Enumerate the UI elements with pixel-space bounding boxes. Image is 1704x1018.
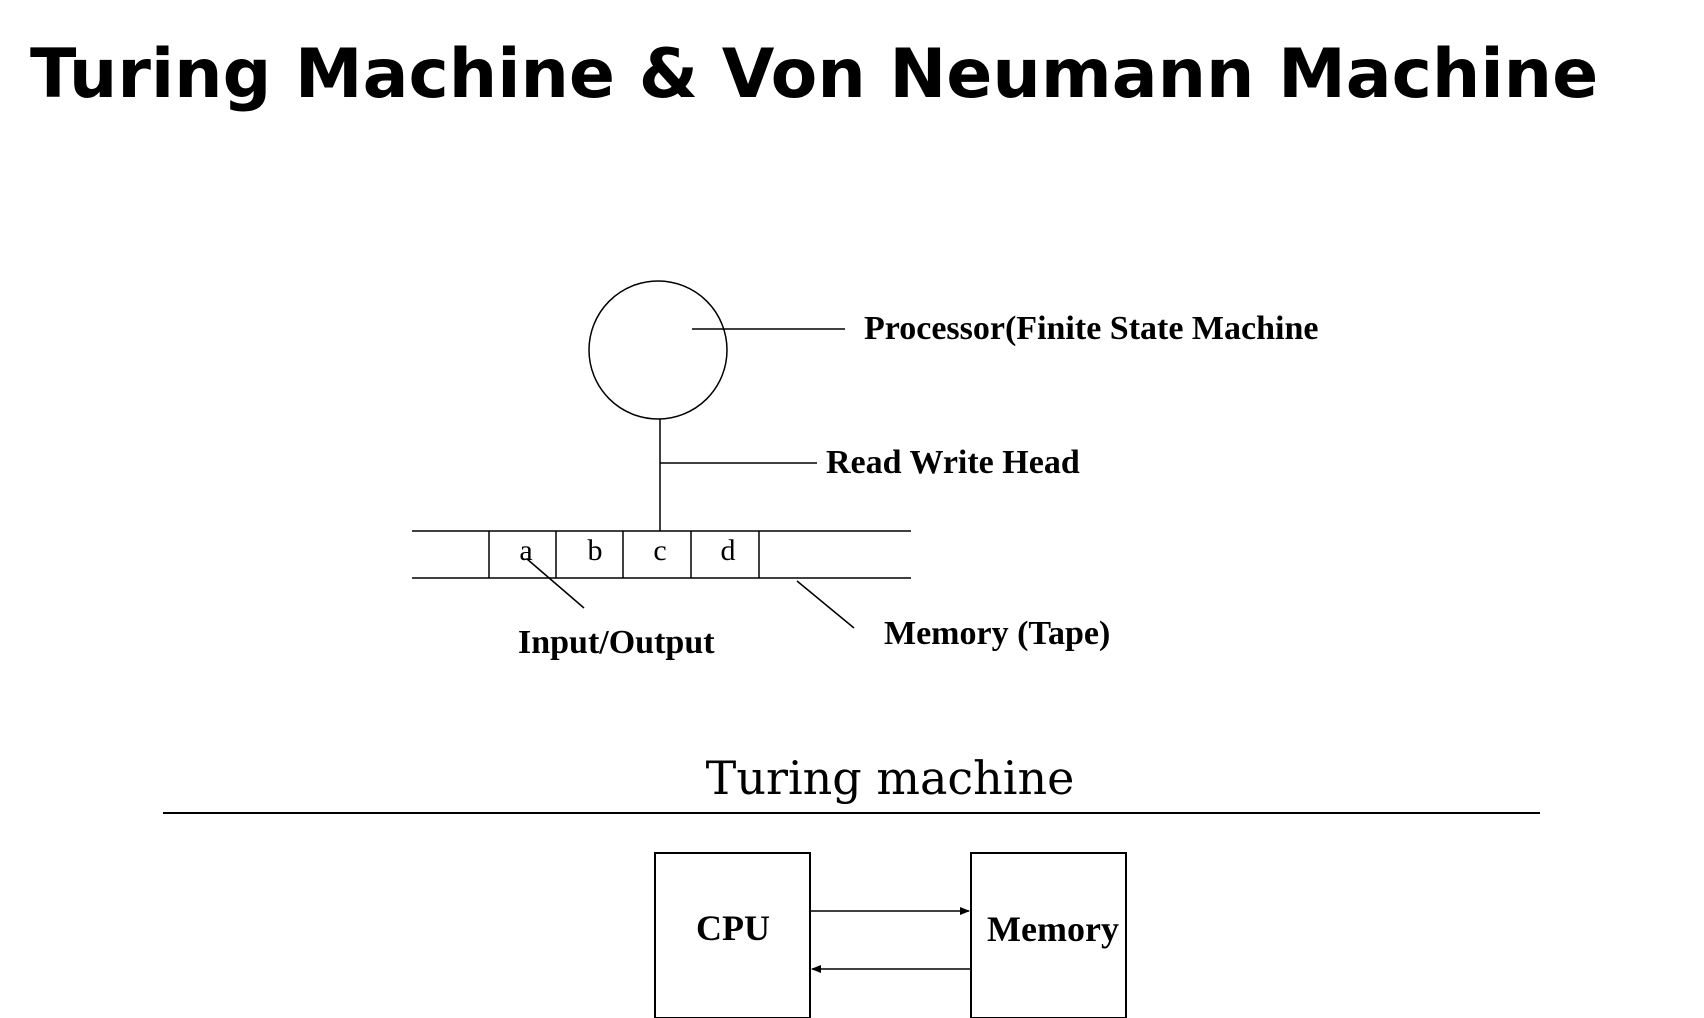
memory-tape-leader-line bbox=[796, 580, 855, 629]
memory-box bbox=[970, 852, 1127, 1018]
memory-tape-label: Memory (Tape) bbox=[884, 615, 1110, 652]
tape-cell: d bbox=[721, 534, 736, 567]
memory-tape: a b c d bbox=[412, 530, 911, 579]
head-label: Read Write Head bbox=[826, 444, 1080, 481]
processor-circle bbox=[588, 280, 728, 420]
von-neumann-diagram: CPU Memory bbox=[654, 852, 1127, 1018]
tape-cell: b bbox=[588, 534, 603, 567]
slide-title: Turing Machine & Von Neumann Machine bbox=[30, 35, 1599, 114]
cpu-label: CPU bbox=[696, 908, 770, 948]
processor-label: Processor(Finite State Machine bbox=[864, 310, 1318, 347]
memory-box-label: Memory bbox=[987, 909, 1119, 949]
cpu-box bbox=[654, 852, 811, 1018]
tape-cell: a bbox=[519, 534, 532, 567]
io-label: Input/Output bbox=[518, 624, 715, 661]
io-leader-line bbox=[526, 558, 585, 609]
tape-cell: c bbox=[653, 534, 666, 567]
turing-caption: Turing machine bbox=[706, 751, 1075, 805]
turing-machine-diagram: Processor(Finite State Machine Read Writ… bbox=[412, 280, 1318, 805]
